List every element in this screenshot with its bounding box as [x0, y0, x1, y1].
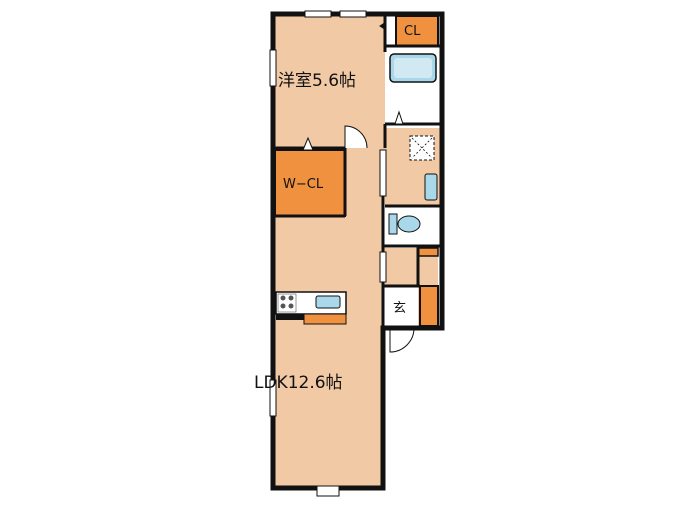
washer-spot-icon — [409, 135, 435, 161]
toilet-icon — [397, 215, 421, 233]
kitchen-back-wall — [276, 314, 304, 320]
doors — [302, 21, 415, 497]
closet-label: CL — [404, 24, 421, 39]
stove-icon — [277, 293, 297, 313]
western-room-label: 洋室5.6帖 — [278, 71, 356, 91]
wash-basin-icon — [424, 173, 438, 201]
kitchen-shelf — [303, 313, 347, 325]
bathtub-inner — [394, 58, 432, 78]
bathtub-icon — [389, 53, 437, 83]
entrance-area — [384, 286, 418, 328]
ldk-label: LDK12.6帖 — [254, 373, 343, 393]
shoe-closet-block — [419, 285, 439, 327]
toilet-tank — [388, 213, 398, 235]
sliding-doors — [379, 149, 387, 283]
small-storage-block — [417, 247, 439, 257]
kitchen-sink-icon — [315, 295, 341, 309]
walk-in-closet-label: W−CL — [283, 177, 324, 192]
western-room-floor — [273, 14, 385, 150]
entrance-label: 玄 — [393, 301, 406, 316]
windows — [269, 10, 367, 417]
